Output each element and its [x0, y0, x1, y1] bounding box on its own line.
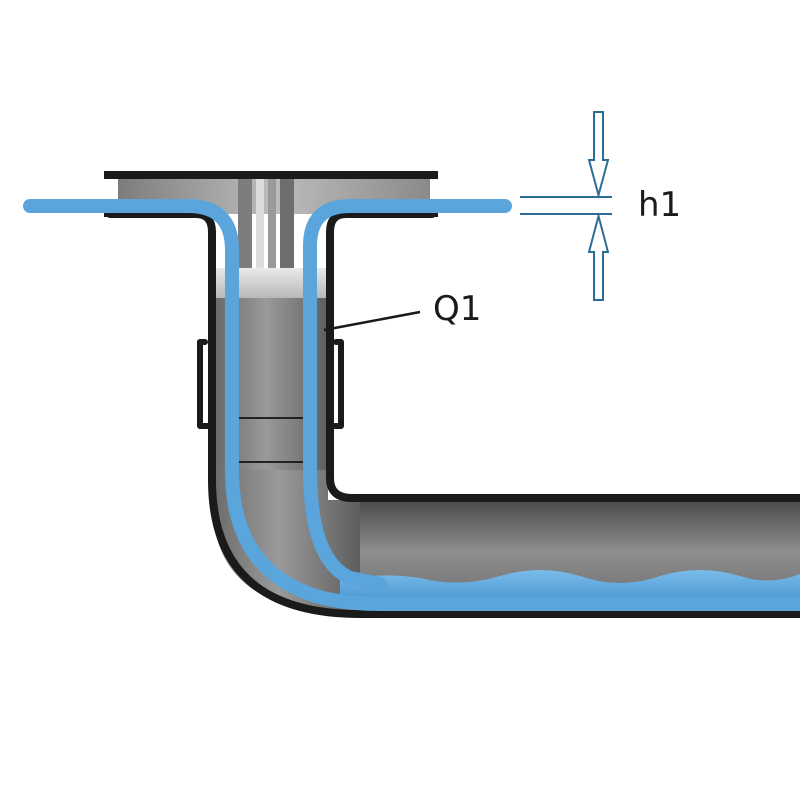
- pipe-walls: [106, 210, 800, 618]
- h1-dimension: [520, 111, 612, 301]
- h1-arrow-down-icon: [587, 111, 610, 199]
- drain-grate: [238, 179, 294, 271]
- q1-leader-line: [323, 310, 421, 332]
- water-film: [23, 199, 800, 611]
- h1-arrow-up-icon: [587, 212, 610, 301]
- pipe-clamp-right: [330, 339, 344, 429]
- label-q1: Q1: [433, 289, 481, 329]
- drain-top-plate: [104, 171, 438, 179]
- water-film-right: [303, 199, 512, 591]
- pipe-inner-wall: [326, 210, 800, 502]
- pipe-clamp-left: [197, 339, 211, 429]
- label-h1: h1: [638, 185, 681, 225]
- water-film-left: [23, 199, 800, 611]
- pipe-outer-wall: [106, 210, 800, 618]
- drain-body: [104, 171, 438, 271]
